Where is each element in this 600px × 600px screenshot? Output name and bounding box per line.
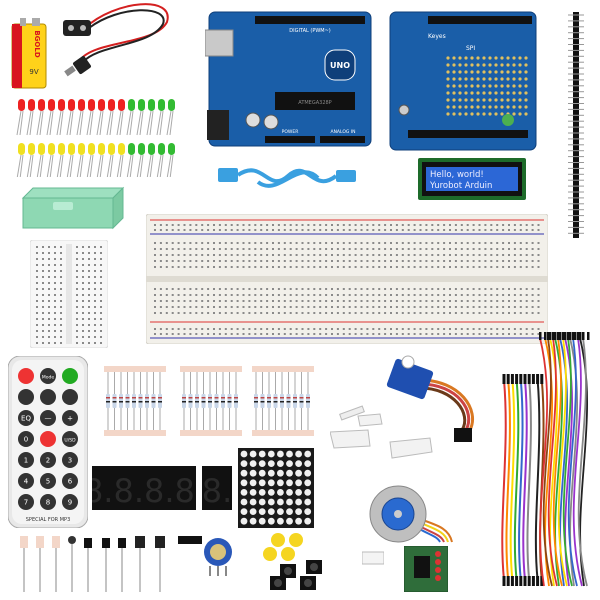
remote-button[interactable]: U/SD: [62, 431, 78, 447]
resistor-pack-3: [252, 360, 314, 440]
svg-text:Mode: Mode: [42, 375, 54, 381]
remote-button[interactable]: [62, 368, 78, 384]
one-digit-7seg: 8.: [202, 466, 232, 510]
remote-button[interactable]: 3: [62, 452, 78, 468]
seg4-digits: 8.8.8.8.: [92, 472, 196, 510]
svg-text:9: 9: [68, 499, 72, 507]
remote-button[interactable]: +: [62, 410, 78, 426]
four-digit-7seg: 8.8.8.8.: [83, 466, 205, 510]
svg-text:ATMEGA328P: ATMEGA328P: [298, 100, 331, 106]
component-box: [18, 180, 128, 230]
battery-brand: BGOLD: [33, 30, 41, 57]
servo-motor: [329, 350, 490, 470]
svg-text:3: 3: [68, 457, 72, 465]
proto-shield-board: Keyes SPI: [388, 10, 538, 152]
remote-button[interactable]: 9: [62, 494, 78, 510]
svg-text:ANALOG IN: ANALOG IN: [330, 129, 355, 135]
remote-button[interactable]: 7: [18, 494, 34, 510]
usb-cable: [218, 158, 358, 194]
remote-button[interactable]: [18, 368, 34, 384]
remote-button[interactable]: 0: [18, 431, 34, 447]
potentiometer: [200, 536, 236, 576]
svg-text:8: 8: [46, 499, 50, 507]
svg-text:2: 2: [46, 457, 50, 465]
led-set: [15, 95, 185, 180]
jumper-wires-male-male: [530, 330, 596, 594]
svg-text:EQ: EQ: [21, 415, 31, 423]
remote-button[interactable]: [18, 389, 34, 405]
remote-button[interactable]: 4: [18, 473, 34, 489]
remote-button[interactable]: 1: [18, 452, 34, 468]
svg-text:U/SD: U/SD: [64, 438, 76, 444]
remote-button[interactable]: 5: [40, 473, 56, 489]
lcd-line-2: Yurobot Arduin: [429, 181, 492, 191]
svg-text:4: 4: [24, 478, 29, 486]
uln2003-driver-board: [403, 545, 449, 593]
remote-button[interactable]: [62, 389, 78, 405]
battery-volt: 9V: [29, 68, 38, 76]
stepper-motor: [368, 484, 454, 544]
proto-grid: [446, 56, 528, 116]
resistor-pack-2: [180, 360, 242, 440]
remote-button[interactable]: 2: [40, 452, 56, 468]
white-connector: [361, 550, 385, 566]
pin-header-strip: [568, 12, 584, 238]
remote-button[interactable]: Mode: [40, 368, 56, 384]
battery-snap-cable: [55, 0, 175, 85]
remote-button[interactable]: 6: [62, 473, 78, 489]
svg-text:6: 6: [68, 478, 73, 486]
led-dot-matrix: [238, 448, 314, 528]
svg-text:0: 0: [24, 436, 28, 444]
push-buttons: [256, 530, 336, 592]
remote-button[interactable]: [40, 389, 56, 405]
seg1-digit: 8.: [202, 472, 232, 510]
remote-button[interactable]: —: [40, 410, 56, 426]
svg-text:—: —: [45, 415, 52, 423]
svg-text:7: 7: [24, 499, 28, 507]
large-breadboard: [145, 213, 549, 345]
small-components-row: [10, 530, 210, 594]
uno-logo: UNO: [330, 61, 350, 70]
mini-breadboard: [29, 239, 109, 349]
svg-text:+: +: [67, 415, 73, 423]
9v-battery: BGOLD 9V: [10, 18, 48, 90]
remote-button[interactable]: EQ: [18, 410, 34, 426]
lcd-1602-module: Hello, world! Yurobot Arduin: [418, 158, 526, 200]
remote-button[interactable]: 8: [40, 494, 56, 510]
resistor-pack-1: [104, 360, 166, 440]
svg-text:SPI: SPI: [466, 45, 475, 52]
arduino-uno-board: DIGITAL (PWM~) UNO ATMEGA328P POWER ANAL…: [204, 10, 373, 150]
lcd-line-1: Hello, world!: [430, 170, 484, 180]
remote-footer: SPECIAL FOR MP3: [26, 517, 71, 523]
svg-text:1: 1: [24, 457, 28, 465]
jumper-wires-male-female: [500, 370, 550, 590]
remote-button[interactable]: [40, 431, 56, 447]
svg-text:DIGITAL (PWM~): DIGITAL (PWM~): [289, 28, 331, 34]
svg-text:Keyes: Keyes: [428, 33, 446, 40]
svg-text:5: 5: [46, 478, 50, 486]
svg-text:POWER: POWER: [282, 129, 299, 135]
